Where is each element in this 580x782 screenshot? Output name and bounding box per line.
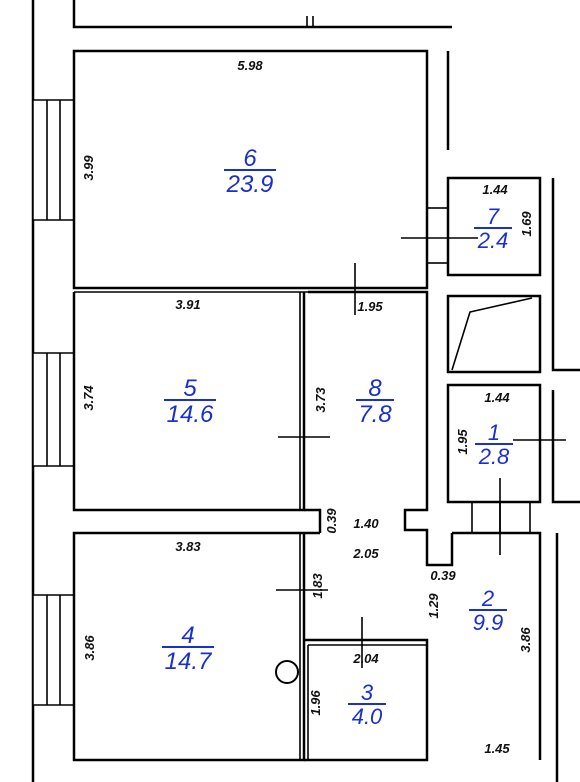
room-5-number: 5 [183, 375, 197, 402]
room-8-label: 8 7.8 [356, 375, 394, 428]
dim-opening-depth: 1.29 [426, 593, 441, 619]
window-room-4 [32, 594, 75, 706]
room-1-number: 1 [488, 420, 500, 445]
room-3-number: 3 [361, 680, 374, 705]
dim-room-6-width: 5.98 [237, 58, 263, 73]
corridor-stub [304, 508, 322, 533]
room-4-number: 4 [181, 622, 194, 649]
room-1-label: 1 2.8 [475, 420, 513, 469]
dim-wall-thickness: 0.39 [324, 508, 339, 534]
dim-room-5-width: 3.91 [175, 297, 200, 312]
room-8-area: 7.8 [358, 401, 392, 428]
room-3-walls [304, 638, 429, 762]
room-2-number: 2 [481, 586, 494, 611]
window-room-5 [32, 352, 75, 467]
room-7-label: 7 2.4 [474, 204, 512, 253]
room-4-area: 14.7 [165, 648, 213, 675]
room-1-area: 2.8 [478, 444, 510, 469]
dim-room-3-depth: 1.96 [308, 690, 323, 716]
corridor-8-walls [308, 290, 454, 567]
room-4-walls [72, 531, 320, 762]
dim-hall-width: 2.05 [352, 546, 379, 561]
window-room-6 [32, 99, 75, 221]
bath-tub-outline [451, 297, 533, 371]
dim-wall-thickness-2: 0.39 [430, 568, 456, 583]
room-5-label: 5 14.6 [164, 375, 216, 428]
bath-block [446, 294, 542, 374]
room-5-walls [72, 292, 306, 512]
room-2-walls [452, 531, 542, 760]
room-7-number: 7 [487, 204, 500, 229]
room-4-label: 4 14.7 [162, 622, 214, 675]
dim-room-2-depth: 3.86 [518, 627, 533, 653]
room-7-door [426, 207, 449, 264]
room-2-area: 9.9 [473, 610, 504, 635]
dim-passage-width: 1.40 [353, 516, 379, 531]
room-7-area: 2.4 [477, 228, 509, 253]
room-5-area: 14.6 [167, 401, 214, 428]
shaft-wall-2 [551, 390, 580, 504]
room-6-number: 6 [243, 145, 257, 172]
room-2-door [471, 501, 531, 534]
dim-room-2-width: 1.45 [484, 741, 510, 756]
dim-room-1-depth: 1.95 [455, 429, 470, 455]
room-3-area: 4.0 [352, 704, 383, 729]
upper-apartment-wall [72, 0, 452, 29]
room-3-label: 3 4.0 [348, 680, 386, 729]
stove-symbol [275, 660, 299, 684]
dim-room-7-depth: 1.69 [519, 211, 534, 237]
dim-corridor-depth: 3.73 [313, 387, 328, 413]
room-6-walls [72, 49, 429, 290]
room-6-area: 23.9 [226, 171, 274, 198]
dim-room-6-depth: 3.99 [81, 155, 96, 181]
dim-room-4-width: 3.83 [175, 539, 201, 554]
dim-hall-depth: 1.83 [310, 573, 325, 599]
room-6-label: 6 23.9 [224, 145, 276, 198]
room-2-label: 2 9.9 [469, 586, 507, 635]
room-8-number: 8 [368, 375, 382, 402]
dim-room-1-width: 1.44 [484, 390, 510, 405]
dim-room-3-width: 2.04 [352, 651, 379, 666]
dim-room-5-depth: 3.74 [81, 385, 96, 411]
dim-room-4-depth: 3.86 [82, 635, 97, 661]
shaft-wall [551, 178, 580, 372]
dim-corridor-width: 1.95 [357, 299, 383, 314]
dim-room-7-width: 1.44 [482, 182, 508, 197]
